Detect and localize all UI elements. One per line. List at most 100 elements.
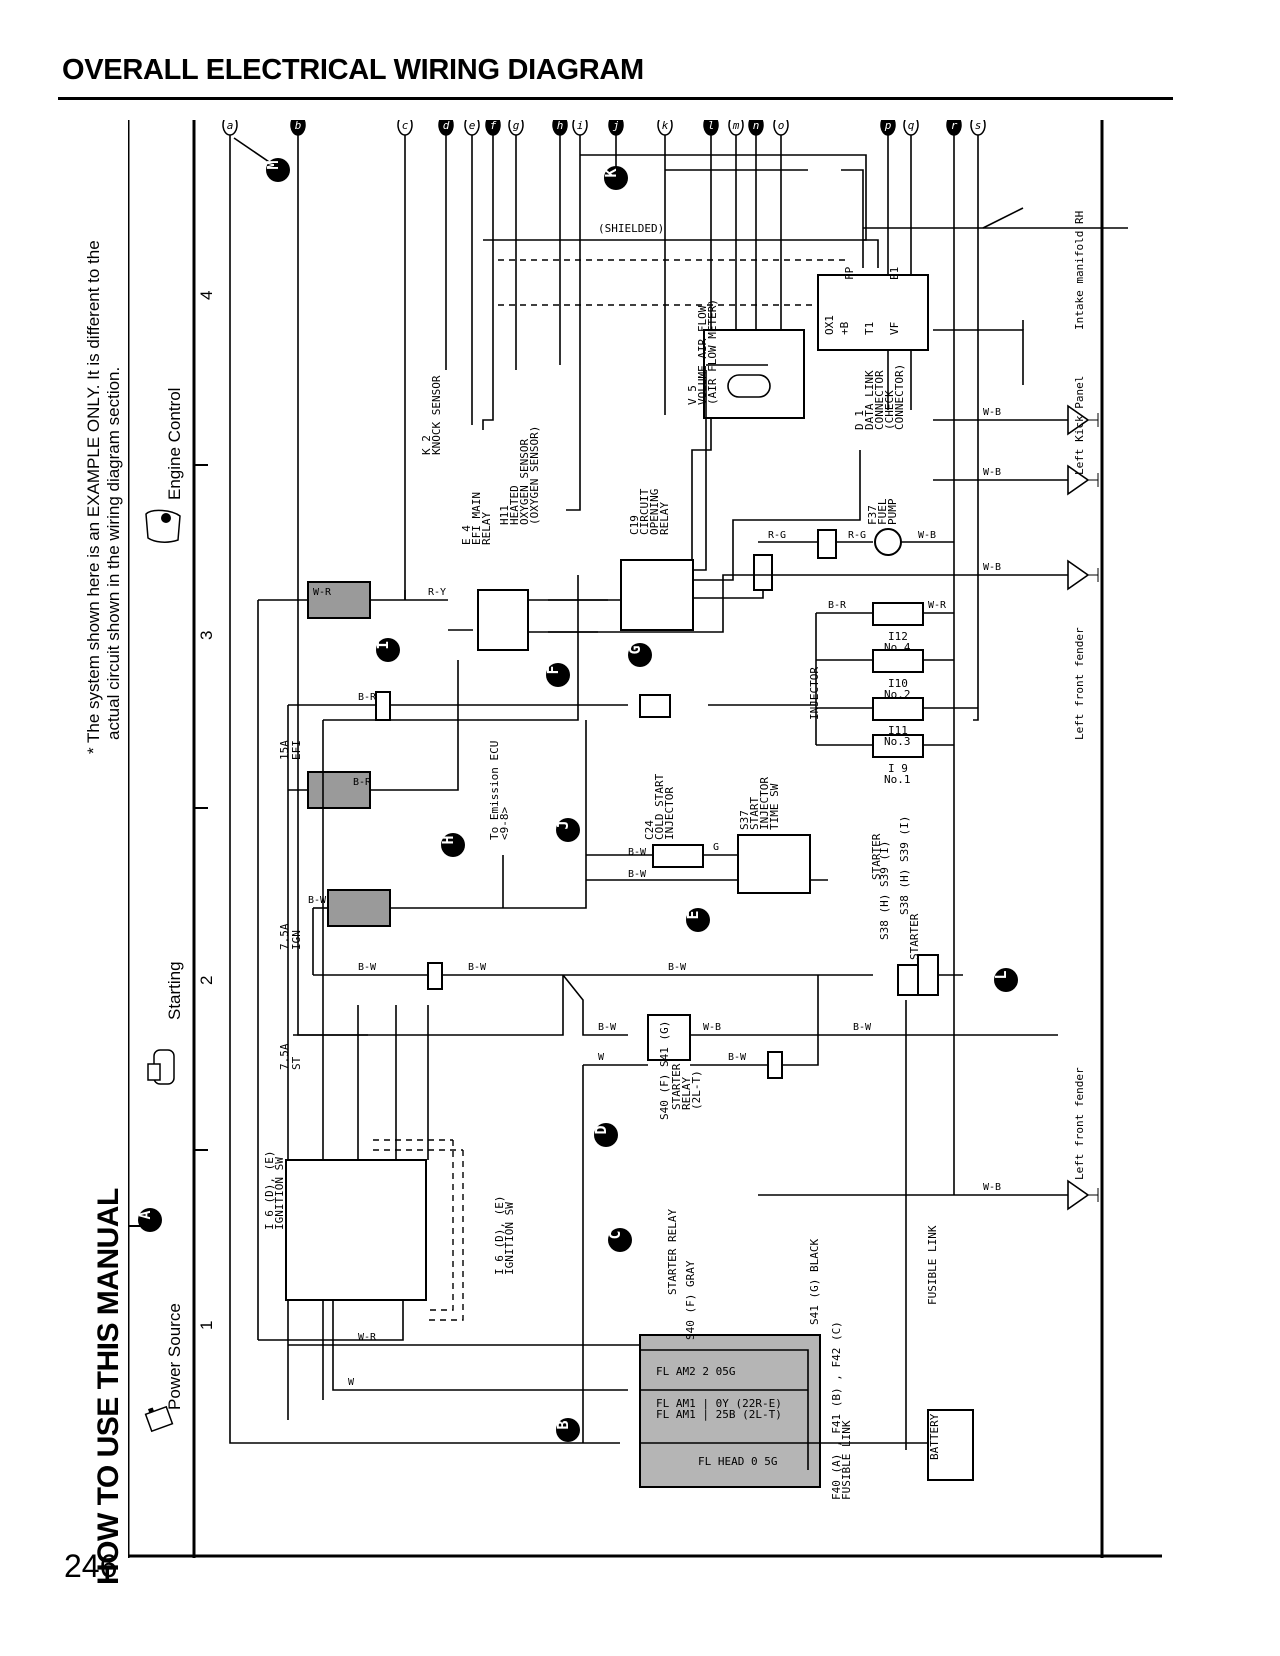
junction-ea4	[767, 1051, 783, 1079]
injector-number: No.2	[884, 688, 911, 701]
terminal-b: b	[290, 120, 306, 136]
cold-start-injector-box	[652, 844, 704, 868]
injector-code: I10	[888, 677, 908, 690]
terminal-s: s	[970, 120, 986, 136]
wire-a-r	[229, 135, 620, 1444]
header-divider	[58, 97, 1173, 100]
battery-box	[927, 1409, 974, 1481]
efi-relay-name: EFI MAIN	[470, 492, 483, 545]
fuse-ign	[307, 771, 371, 809]
efi-relay-code: E 4	[460, 525, 473, 545]
page-title: OVERALL ELECTRICAL WIRING DIAGRAM	[62, 54, 644, 86]
wire-color-label: R-G	[768, 530, 786, 541]
wire-color-label: R-G	[848, 530, 866, 541]
wire-color-label: B-R	[353, 777, 372, 788]
junction-box-3b	[639, 694, 671, 718]
o2-sensor-name3: (OXYGEN SENSOR)	[528, 426, 541, 525]
fusible-link-title: FUSIBLE LINK	[926, 1225, 939, 1305]
dlc-name3: (CHECK	[883, 390, 896, 430]
svg-text:D: D	[592, 1125, 610, 1134]
fuse-efi-name: EFI	[290, 740, 303, 760]
fuse-st	[327, 889, 391, 927]
svg-text:K: K	[602, 168, 620, 177]
junction-ea1	[375, 691, 391, 721]
terminal-letter: m	[732, 120, 740, 132]
wiring-diagram: Power Source Starting Engine Control 1 2…	[128, 120, 1162, 1558]
emission-ecu-label: To Emission ECU	[488, 741, 501, 840]
terminal-letter: b	[295, 120, 302, 132]
emission-ecu-ref: <9-8>	[498, 807, 511, 840]
fl-am1a: FL AM1 | 0Y (22R-E)	[656, 1397, 782, 1410]
junction-bs1	[817, 529, 837, 559]
shielded-label: (SHIELDED)	[598, 222, 664, 235]
callout-d: D	[592, 1123, 618, 1147]
afm-name: VOLUME AIR FLOW	[696, 305, 709, 405]
injector-code: I 9	[888, 762, 908, 775]
terminal-letter: j	[613, 120, 620, 132]
terminal-letter: n	[753, 120, 760, 132]
fl-am1b: FL AM1 | 25B (2L-T)	[656, 1408, 782, 1421]
section-power-source: Power Source	[165, 1303, 184, 1410]
battery-label: BATTERY	[928, 1413, 941, 1460]
terminal-letter: o	[778, 120, 785, 132]
fuel-pump-name2: PUMP	[886, 498, 899, 525]
wire-color-label: W-B	[918, 530, 936, 541]
ignition-switch-box	[285, 1159, 427, 1301]
s40-label: S40 (F) GRAY	[684, 1260, 697, 1340]
wire-color-label: G	[713, 842, 719, 853]
svg-text:E: E	[684, 910, 702, 919]
injector-label: INJECTOR	[808, 667, 821, 720]
terminal-a: a	[222, 120, 238, 136]
terminal-letter: p	[884, 120, 892, 132]
cor-name: CIRCUIT	[638, 488, 651, 535]
injector-i9	[872, 734, 924, 758]
knock-sensor-code: K 2	[420, 435, 433, 455]
o2-sensor-code: H11	[498, 505, 511, 525]
terminal-letter: i	[577, 120, 584, 132]
fuel-pump-name: FUEL	[876, 498, 889, 525]
terminal-g: g	[508, 120, 524, 136]
junction-b02	[753, 554, 773, 591]
fuse-st-name: ST	[290, 1056, 303, 1070]
dlc-pin: FP	[843, 266, 856, 280]
callout-b: B	[554, 1418, 580, 1442]
injector-code: I12	[888, 630, 908, 643]
terminal-q: q	[903, 120, 919, 136]
injector-number: No.1	[884, 773, 911, 786]
ground-ea	[1067, 1179, 1103, 1211]
wire-color-label: W-B	[983, 1182, 1001, 1193]
cor-name3: RELAY	[658, 502, 671, 535]
csi-name: COLD START	[653, 773, 666, 840]
grid-number-1: 1	[197, 1321, 216, 1330]
injector-code: I11	[888, 724, 908, 737]
terminal-letter: c	[402, 120, 409, 132]
terminal-h: h	[552, 120, 568, 136]
callout-m: M	[264, 158, 290, 182]
section-engine-control: Engine Control	[165, 388, 184, 500]
starter-relay-box	[647, 1014, 691, 1061]
cor-code: C19	[628, 515, 641, 535]
ground-fender-label-2: Left front fender	[1073, 1067, 1086, 1180]
wire-color-label: W	[598, 1052, 605, 1063]
wire-color-label: B-W	[728, 1052, 747, 1063]
terminal-d: d	[438, 120, 454, 136]
wire-color-label: W	[348, 1377, 355, 1388]
ground-kick-panel-label: Left Kick Panel	[1073, 376, 1086, 475]
sisw-code: S37	[738, 810, 751, 830]
grid-number-2: 2	[197, 976, 216, 985]
grid-number-4: 4	[197, 291, 216, 300]
csi-code: C24	[643, 820, 656, 840]
starter-motor-icon	[147, 1049, 175, 1085]
sisw-name3: TIME SW	[768, 783, 781, 830]
terminal-letter: f	[490, 120, 497, 132]
wire-color-label: W-R	[358, 1332, 377, 1343]
wire-color-label: B-W	[468, 962, 487, 973]
fuse-efi	[307, 581, 371, 619]
ignition-sw-name-2: IGNITION SW	[503, 1202, 516, 1275]
callout-f: F	[544, 663, 570, 687]
terminal-o: o	[773, 120, 789, 136]
starter-relay-codes: S40 (F) S41 (G)	[658, 1021, 671, 1120]
data-link-connector-box	[817, 274, 929, 351]
starter-codes-2: S38 (H) S39 (I)	[878, 841, 891, 940]
ground-symbols	[1067, 404, 1103, 1211]
